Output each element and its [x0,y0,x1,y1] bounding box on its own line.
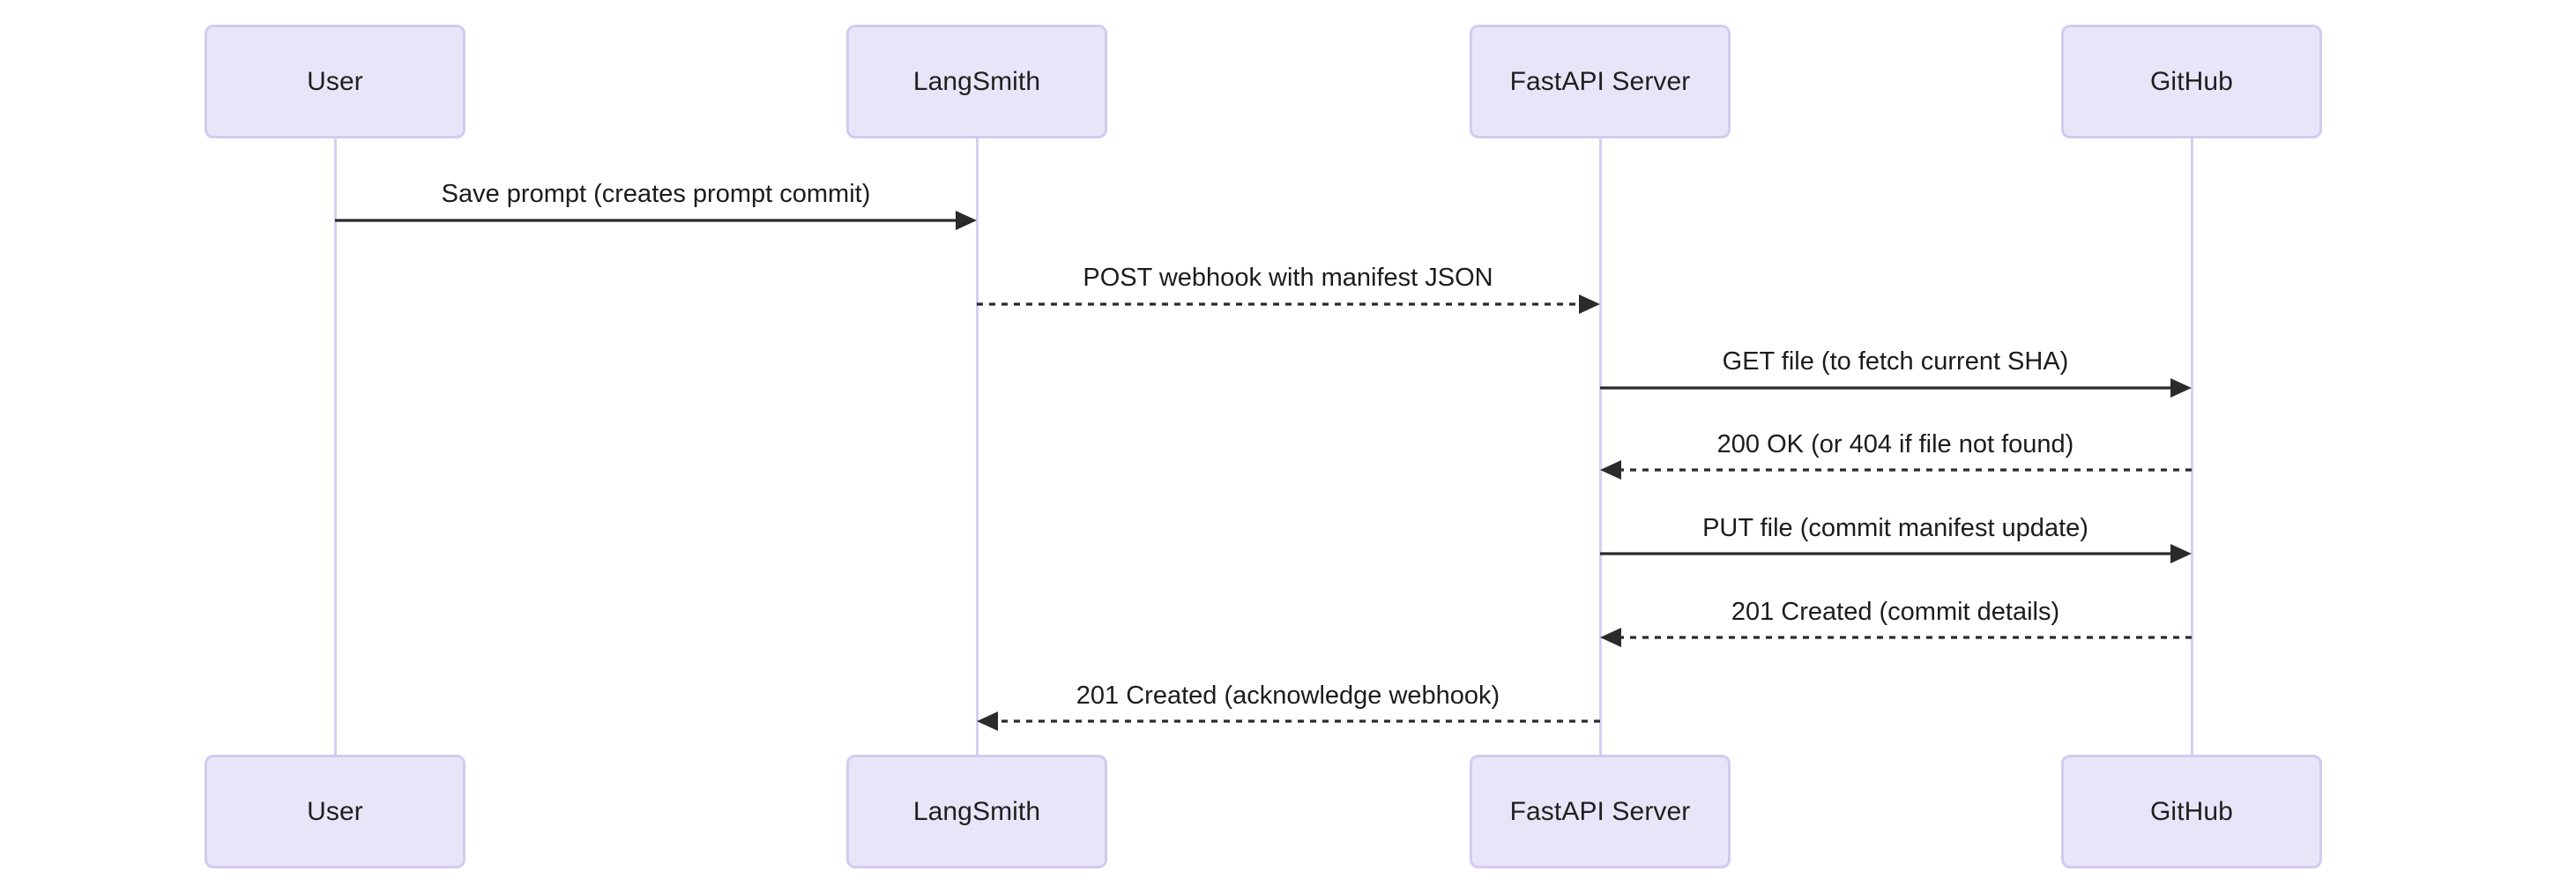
actor-label-fastapi: FastAPI Server [1509,66,1691,96]
arrowhead-3 [2170,378,2192,398]
message-label-1: Save prompt (creates prompt commit) [441,180,871,208]
arrowhead-6 [1600,628,1621,647]
message-label-5: PUT file (commit manifest update) [1702,514,2088,542]
actor-label-langsmith: LangSmith [912,796,1041,826]
actor-box-top-github[interactable]: GitHub [2061,25,2322,138]
message-label-3: GET file (to fetch current SHA) [1722,347,2069,376]
actor-box-bottom-langsmith[interactable]: LangSmith [846,755,1107,868]
arrowhead-5 [2170,544,2192,563]
actor-box-top-langsmith[interactable]: LangSmith [846,25,1107,138]
actor-box-top-fastapi[interactable]: FastAPI Server [1470,25,1731,138]
actor-box-bottom-user[interactable]: User [205,755,465,868]
actor-box-bottom-github[interactable]: GitHub [2061,755,2322,868]
actor-label-user: User [307,66,363,96]
arrowhead-2 [1579,294,1600,314]
message-label-6: 201 Created (commit details) [1731,598,2060,626]
message-label-7: 201 Created (acknowledge webhook) [1076,682,1500,710]
message-label-4: 200 OK (or 404 if file not found) [1716,430,2074,458]
actor-label-github: GitHub [2150,796,2233,826]
lifeline-github [2191,138,2193,755]
actor-box-top-user[interactable]: User [205,25,465,138]
actor-label-github: GitHub [2150,66,2233,96]
lifeline-user [334,138,337,755]
actor-box-bottom-fastapi[interactable]: FastAPI Server [1470,755,1731,868]
actor-label-user: User [307,796,363,826]
arrowhead-1 [956,211,977,230]
lifeline-fastapi [1599,138,1602,755]
actor-label-fastapi: FastAPI Server [1509,796,1691,826]
message-label-2: POST webhook with manifest JSON [1083,264,1493,292]
arrowhead-4 [1600,460,1621,480]
lifeline-langsmith [976,138,979,755]
actor-label-langsmith: LangSmith [912,66,1041,96]
arrowhead-7 [977,711,998,731]
